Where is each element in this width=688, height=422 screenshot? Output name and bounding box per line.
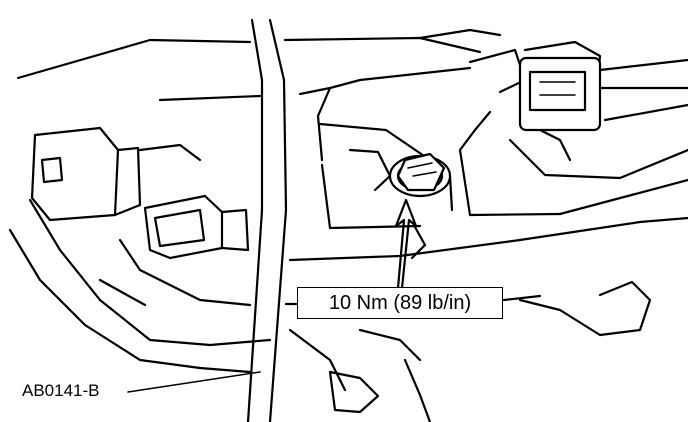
wiring-harness — [8, 198, 272, 374]
figure-id: AB0141-B — [22, 381, 100, 400]
middle-connector-icon — [143, 194, 250, 260]
vertical-pipe — [246, 18, 288, 422]
lower-frame — [284, 216, 688, 422]
right-cylinder — [518, 148, 688, 337]
upper-block-outline — [16, 28, 502, 162]
left-connector-icon — [30, 126, 202, 222]
callout-arrow — [394, 198, 418, 290]
injector-fitting — [458, 40, 688, 217]
bolt-icon — [388, 152, 452, 198]
figure-leader-line — [127, 371, 261, 393]
torque-callout: 10 Nm (89 lb/in) — [297, 287, 503, 319]
torque-callout-text: 10 Nm (89 lb/in) — [328, 291, 472, 314]
